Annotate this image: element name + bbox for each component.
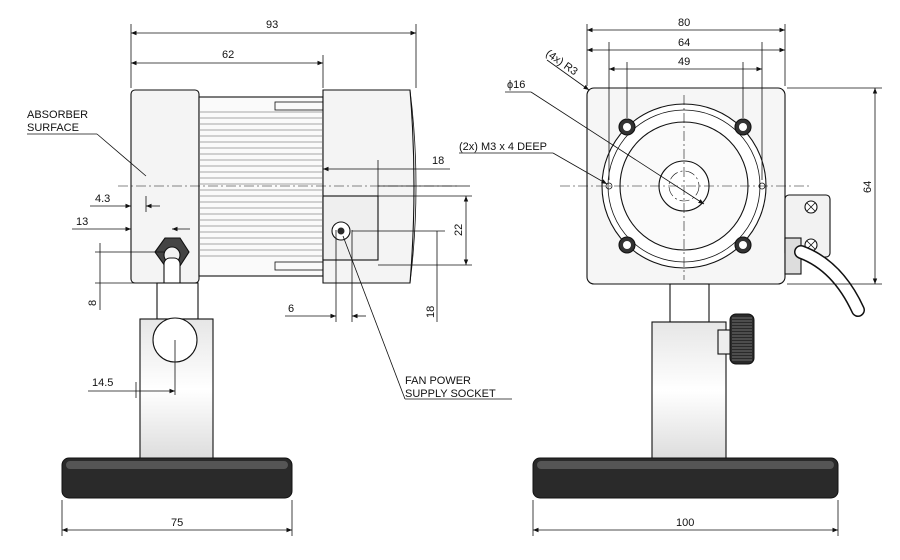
knob-knurl — [732, 317, 752, 361]
body-slot-bottom — [274, 261, 324, 271]
corner-screws — [618, 118, 752, 254]
side-box-screw-top-x — [806, 202, 816, 212]
screw-bl-in — [623, 241, 631, 249]
dim-14-5: 14.5 — [92, 377, 113, 389]
dim-6: 6 — [288, 303, 294, 315]
corner-radius-label: (4x) R3 — [543, 48, 579, 79]
fan-label-line1: FAN POWER — [405, 375, 471, 387]
mount-holes-leader-b — [552, 152, 608, 185]
screw-tl-in — [623, 123, 631, 131]
screw-tr-in — [739, 123, 747, 131]
absorber-label-line2: SURFACE — [27, 122, 79, 134]
fan-socket-housing — [322, 195, 379, 261]
heat-fins — [200, 111, 322, 257]
dim-8: 8 — [87, 300, 99, 306]
dim-64-side: 64 — [862, 181, 874, 193]
side-finned-body — [198, 96, 324, 277]
dim-80: 80 — [678, 17, 690, 29]
front-post-holder — [651, 321, 727, 461]
absorber-leader-b — [96, 133, 147, 177]
screw-br-in — [739, 241, 747, 249]
side-labels: ABSORBER SURFACE FAN POWER SUPPLY SOCKET — [27, 109, 512, 400]
side-base-top — [66, 461, 288, 469]
dim-75: 75 — [171, 517, 183, 529]
front-view — [532, 87, 865, 499]
dim-49: 49 — [678, 56, 690, 68]
side-view — [61, 89, 460, 499]
dim-18-drop: 18 — [425, 306, 437, 318]
dim-18-fan: 18 — [432, 155, 444, 167]
front-base-top — [537, 461, 834, 469]
dim-93: 93 — [266, 19, 278, 31]
fan-leader-b — [342, 235, 406, 400]
dim-13: 13 — [76, 216, 88, 228]
corner-radius-leader — [546, 59, 590, 91]
dim-22: 22 — [453, 224, 465, 236]
dim-4-3: 4.3 — [95, 193, 110, 205]
dim-100: 100 — [676, 517, 694, 529]
dim-64-top: 64 — [678, 37, 690, 49]
front-post — [669, 283, 710, 323]
power-cable-inner — [795, 246, 864, 316]
aperture-label: ϕ16 — [507, 79, 525, 91]
fan-socket-pin — [337, 227, 345, 235]
fan-label-line2: SUPPLY SOCKET — [405, 388, 496, 400]
absorber-label-line1: ABSORBER — [27, 109, 88, 121]
side-dimensions: 93 62 18 4.3 13 8 22 18 — [61, 19, 472, 536]
front-dimensions: 80 64 49 64 100 — [532, 17, 882, 536]
mount-holes-label: (2x) M3 x 4 DEEP — [459, 141, 547, 153]
dim-62: 62 — [222, 49, 234, 61]
aperture-leader-b — [530, 91, 705, 205]
body-slot-top — [274, 101, 324, 111]
side-post — [156, 282, 199, 320]
